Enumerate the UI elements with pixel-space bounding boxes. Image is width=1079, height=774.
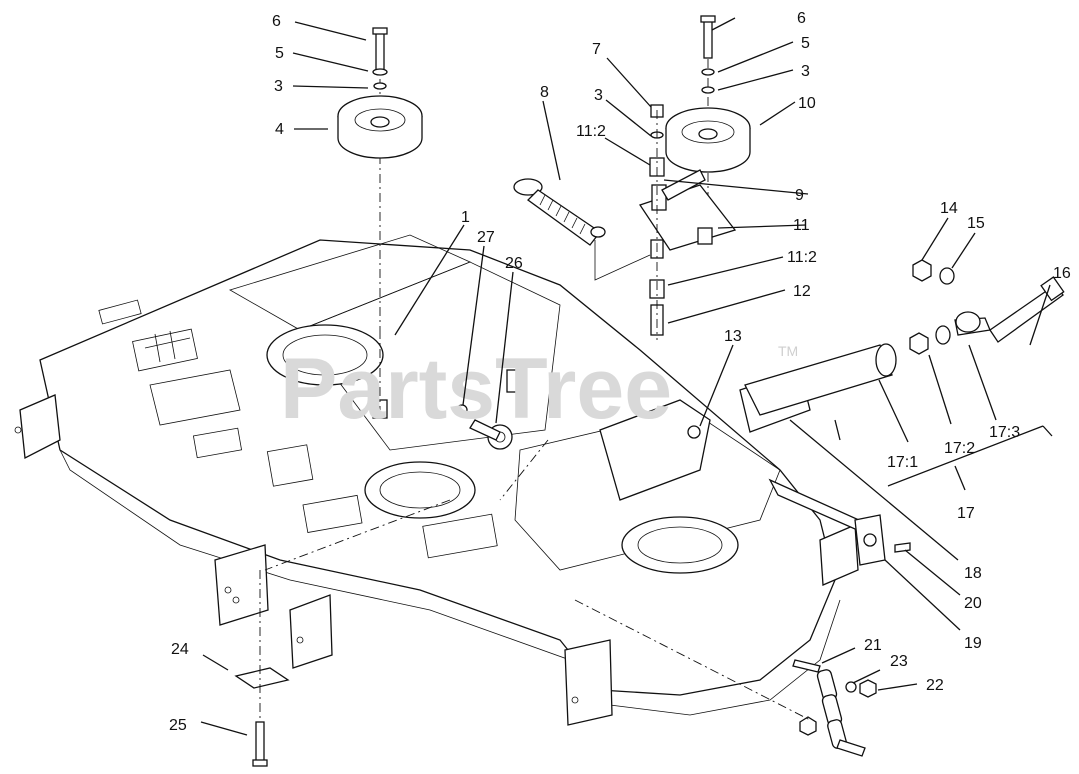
callout-6-right: 6 [797, 10, 806, 27]
callout-7: 7 [592, 41, 601, 58]
callout-17-2: 17:2 [944, 440, 975, 457]
left-pulley-assembly [337, 27, 423, 330]
callout-10: 10 [798, 95, 816, 112]
callout-21: 21 [864, 637, 882, 654]
callout-5-right: 5 [801, 35, 810, 52]
callout-1: 1 [461, 209, 470, 226]
callout-3-right: 3 [801, 63, 810, 80]
bottom-hardware [234, 570, 290, 767]
tension-spring [513, 178, 651, 281]
callout-25: 25 [169, 717, 187, 734]
callout-8: 8 [540, 84, 549, 101]
callout-11-2-lower: 11:2 [787, 249, 817, 266]
callout-9: 9 [795, 187, 804, 204]
right-bolt-part [703, 17, 713, 59]
callout-leader-lines [200, 17, 1053, 736]
pivot-bracket [854, 514, 911, 566]
left-washer-part [372, 68, 388, 76]
callout-17-1: 17:1 [887, 454, 918, 471]
callout-14: 14 [940, 200, 958, 217]
watermark-tm: TM [778, 343, 798, 359]
chain-assembly [574, 599, 877, 757]
callout-5-left: 5 [275, 45, 284, 62]
callout-11-2-upper: 11:2 [576, 123, 606, 140]
callout-4: 4 [275, 121, 284, 138]
callout-18: 18 [964, 565, 982, 582]
callout-16: 16 [1053, 265, 1071, 282]
callout-17-3: 17:3 [989, 424, 1020, 441]
callout-20: 20 [964, 595, 982, 612]
callout-12: 12 [793, 283, 811, 300]
callout-26: 26 [505, 255, 523, 272]
callout-6-left: 6 [272, 13, 281, 30]
callout-13: 13 [724, 328, 742, 345]
watermark: PartsTree [280, 341, 672, 437]
callout-22: 22 [926, 677, 944, 694]
callout-11: 11 [793, 217, 810, 234]
callout-24: 24 [171, 641, 189, 658]
deck-decals [98, 299, 498, 559]
callout-15: 15 [967, 215, 985, 232]
left-bolt-part [375, 29, 385, 71]
callout-27: 27 [477, 229, 495, 246]
idler-pulley-assembly [638, 15, 751, 340]
deck-front-skirt [14, 394, 859, 726]
deck-hardware [372, 369, 701, 450]
callout-3-middle: 3 [594, 87, 603, 104]
callout-17: 17 [957, 505, 975, 522]
callout-3-left: 3 [274, 78, 283, 95]
spindle-housings [266, 324, 739, 574]
callout-23: 23 [890, 653, 908, 670]
callout-19: 19 [964, 635, 982, 652]
callout-labels: 6 5 3 4 8 7 3 11:2 6 5 3 10 9 11 11:2 12… [169, 10, 1071, 734]
assembly-reference-lines [264, 330, 549, 571]
adjustment-linkage [909, 259, 1065, 355]
cross-tube-assembly [744, 343, 897, 542]
